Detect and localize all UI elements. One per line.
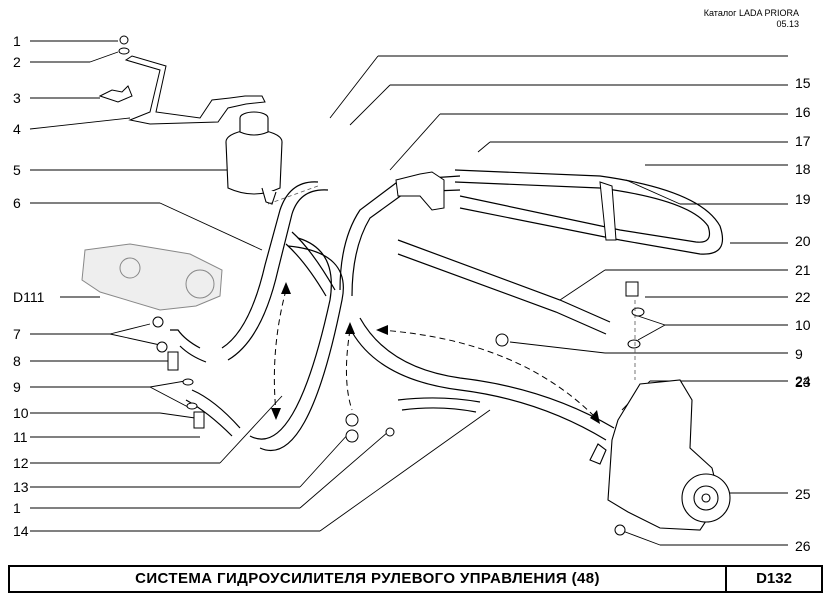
callout-5: 5	[13, 162, 21, 178]
callout-20: 20	[795, 233, 811, 249]
washer-part-2	[118, 47, 130, 55]
callout-3: 3	[13, 90, 21, 106]
bolt-part-8	[167, 351, 179, 371]
callout-26: 26	[795, 538, 811, 554]
diagram-code: D132	[756, 570, 792, 587]
title-divider	[725, 567, 727, 591]
callout-d111: D111	[13, 289, 45, 305]
nut-part-1b	[385, 427, 395, 437]
clamp-part-23	[495, 333, 509, 347]
bracket-part-4	[124, 55, 266, 125]
cooling-pipe-part-21	[454, 169, 724, 255]
callout-25: 25	[795, 486, 811, 502]
callout-16: 16	[795, 104, 811, 120]
pump-part-25	[589, 379, 731, 531]
callout-9-right: 9	[795, 346, 803, 362]
bracket-part-20	[599, 181, 617, 241]
callout-9: 9	[13, 379, 21, 395]
washer-part-9	[182, 378, 198, 410]
callout-24: 24	[795, 373, 811, 389]
steering-gear-d111	[81, 243, 223, 311]
callout-8: 8	[13, 353, 21, 369]
clamp-part-13	[345, 413, 359, 443]
callout-1: 1	[13, 33, 21, 49]
callout-11: 11	[13, 429, 28, 445]
callout-12: 12	[13, 455, 29, 471]
fitting-part-7	[152, 316, 168, 353]
callout-23: 23	[795, 374, 811, 390]
callout-6: 6	[13, 195, 21, 211]
callout-19: 19	[795, 191, 811, 207]
callout-18: 18	[795, 161, 811, 177]
title-block: СИСТЕМА ГИДРОУСИЛИТЕЛЯ РУЛЕВОГО УПРАВЛЕН…	[8, 565, 823, 593]
nut-part-1	[119, 35, 129, 45]
callout-17: 17	[795, 133, 811, 149]
callout-22: 22	[795, 289, 811, 305]
catalog-title: Каталог LADA PRIORA	[703, 8, 799, 18]
reservoir-part-5	[225, 111, 283, 205]
arrow-heads	[271, 282, 600, 424]
center-hose	[285, 175, 461, 297]
callout-4: 4	[13, 121, 21, 137]
return-hose-part-12	[185, 237, 344, 452]
callout-13: 13	[13, 479, 29, 495]
callout-14: 14	[13, 523, 29, 539]
callout-1b: 1	[13, 500, 21, 516]
bolt-part-10-right	[625, 281, 639, 297]
pressure-hose-part-22	[397, 239, 611, 335]
callout-15: 15	[795, 75, 811, 91]
callout-7: 7	[13, 326, 21, 342]
catalog-date: 05.13	[776, 19, 799, 29]
leader-lines-left	[29, 40, 491, 532]
diagram-title: СИСТЕМА ГИДРОУСИЛИТЕЛЯ РУЛЕВОГО УПРАВЛЕН…	[135, 570, 600, 587]
clamp-part-3	[98, 85, 133, 103]
callout-10: 10	[13, 405, 29, 421]
nut-part-26	[614, 524, 626, 536]
callout-2: 2	[13, 54, 21, 70]
callout-21: 21	[795, 262, 811, 278]
supply-hose-part-6	[170, 181, 329, 363]
washer-part-9-right	[627, 307, 645, 349]
suction-hose-part-24	[351, 317, 615, 441]
flow-arrows	[273, 289, 599, 421]
axis-lines	[267, 185, 636, 380]
bolt-part-10	[193, 411, 205, 429]
callout-10-right: 10	[795, 317, 811, 333]
bracket-part-17	[395, 171, 445, 211]
leader-lines-right	[329, 55, 788, 546]
